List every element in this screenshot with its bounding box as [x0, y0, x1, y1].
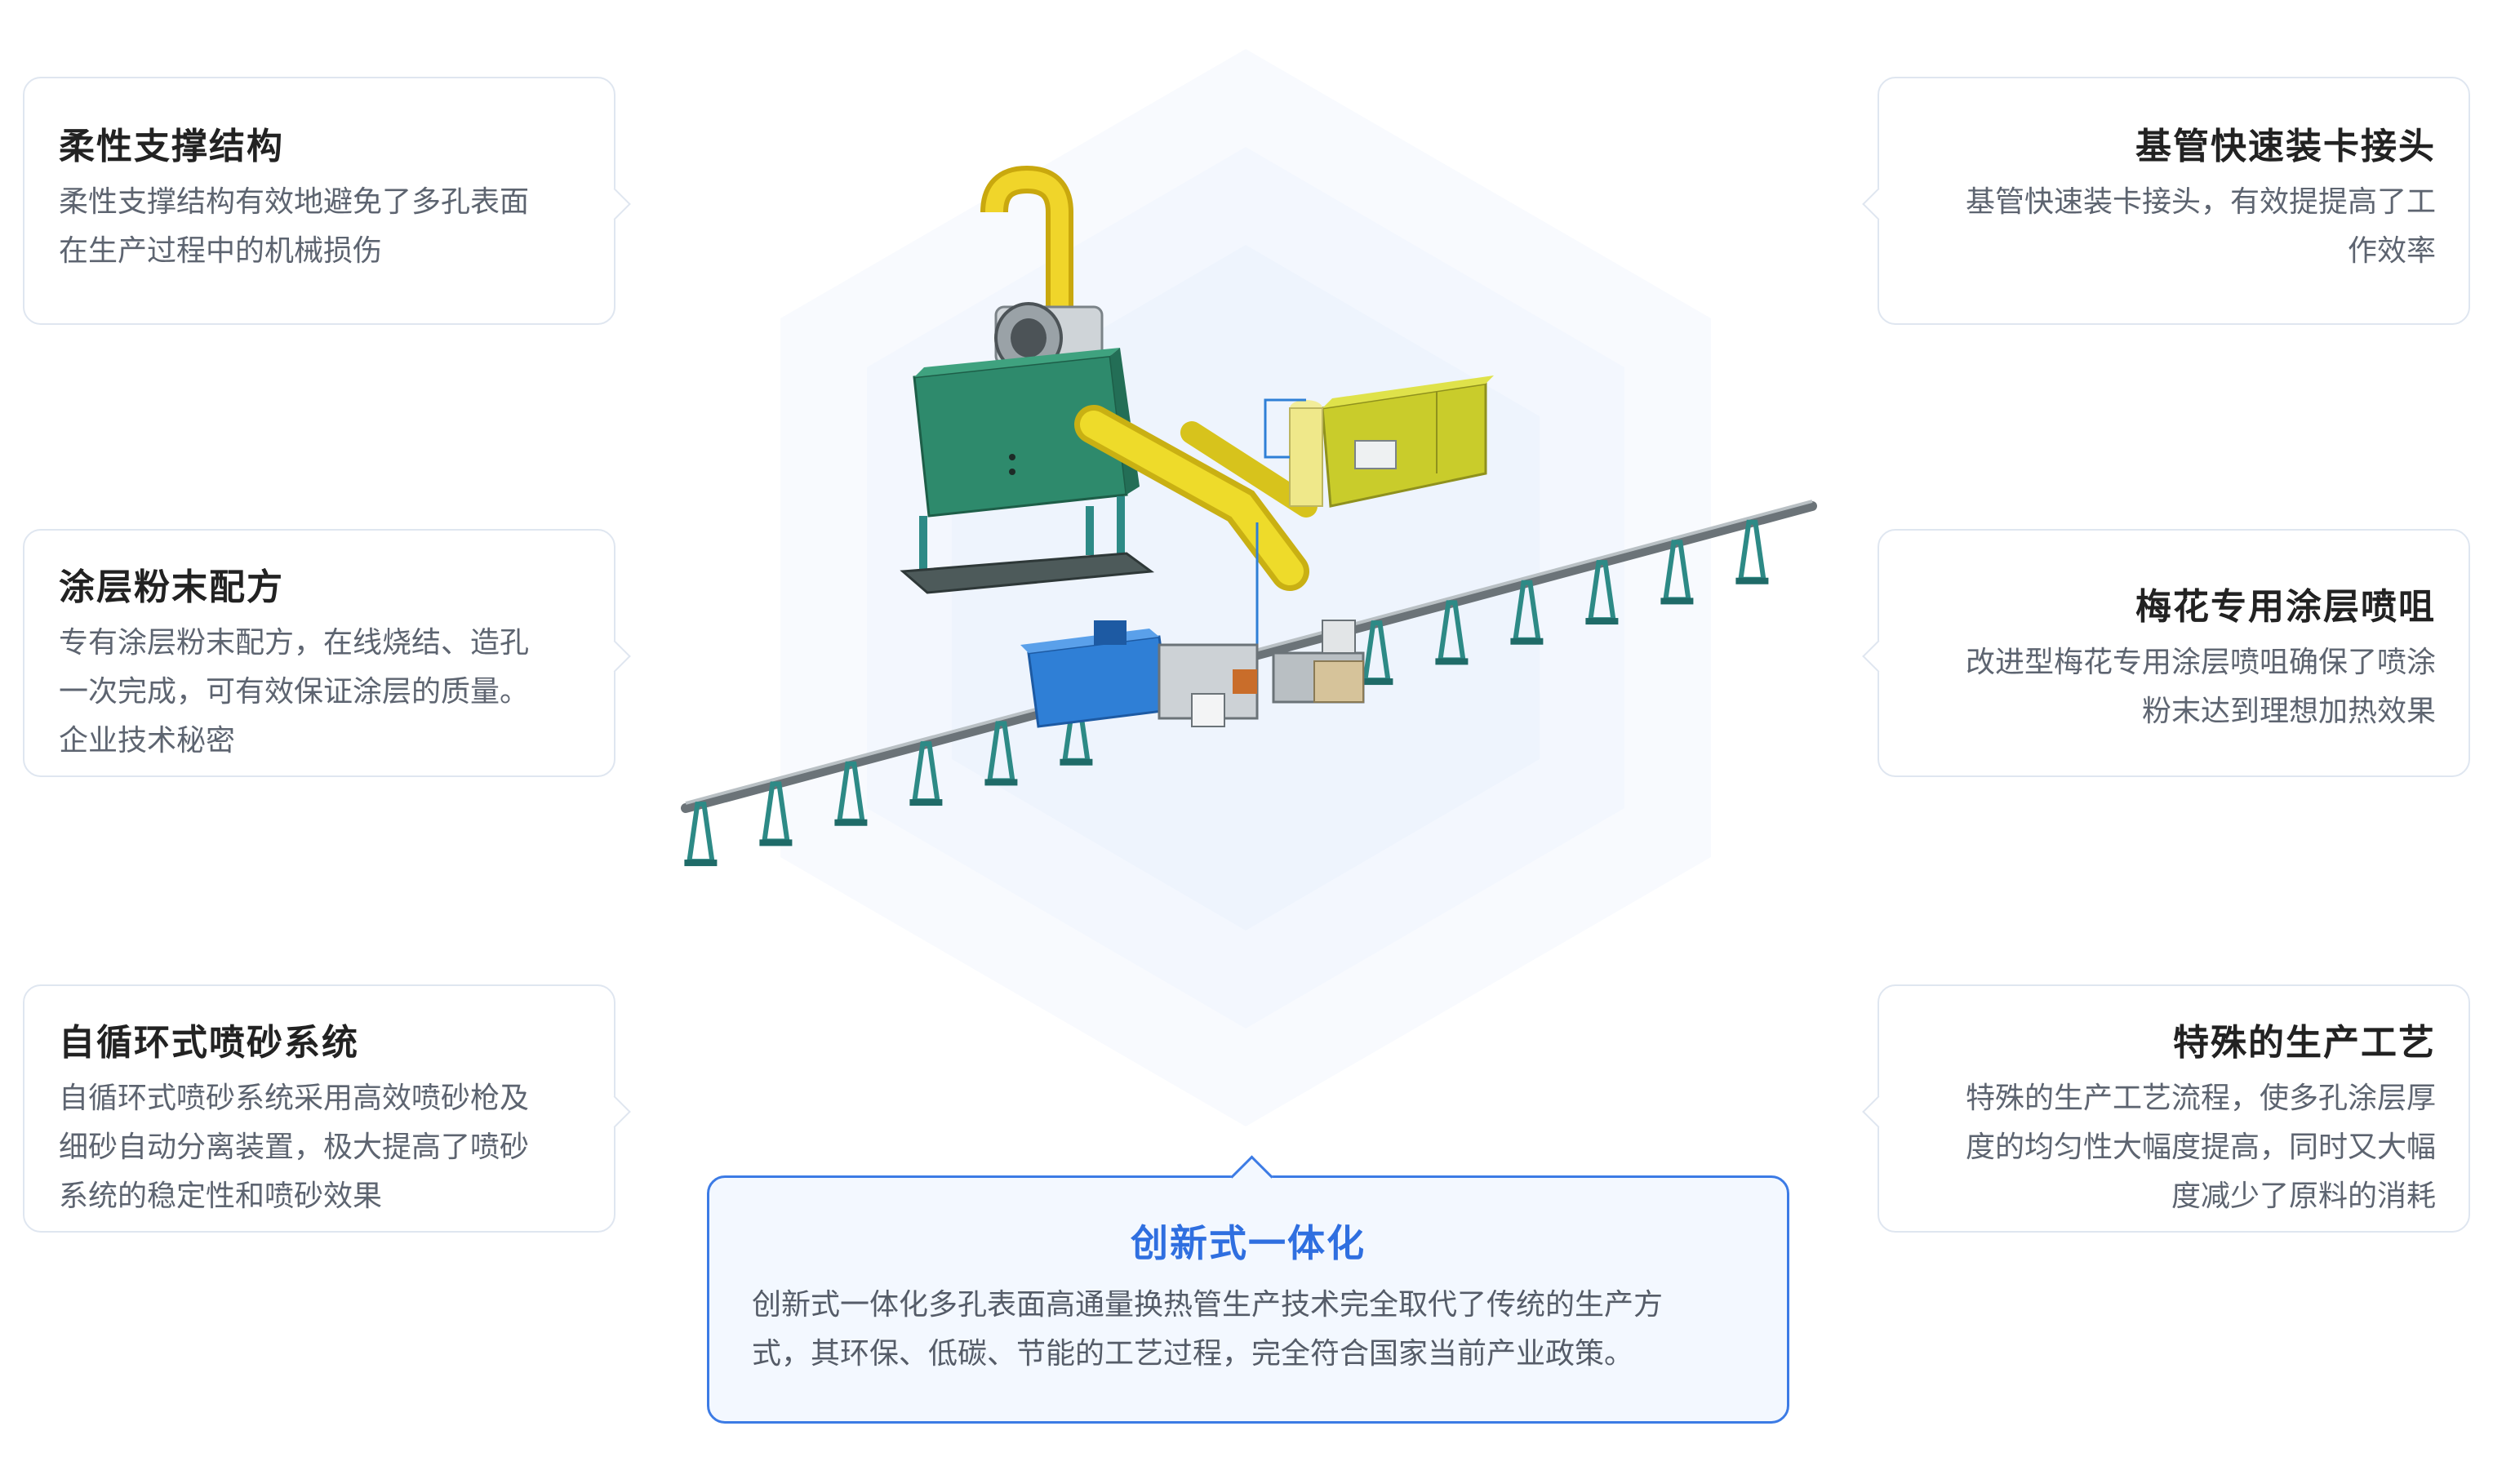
card-description-line: 式，其环保、低碳、节能的工艺过程，完全符合国家当前产业政策。 — [752, 1337, 1634, 1371]
card-spray-nozzle: 梅花专用涂层喷咀 改进型梅花专用涂层喷咀确保了喷涂 粉末达到理想加热效果 — [1862, 529, 2470, 777]
card-title: 梅花专用涂层喷咀 — [2135, 586, 2436, 628]
card-innovative-integration: 创新式一体化 创新式一体化多孔表面高通量换热管生产技术完全取代了传统的生产方 式… — [707, 1155, 1789, 1424]
rail-support — [1512, 580, 1541, 642]
rail-support-base — [684, 860, 718, 867]
card-flexible-support: 柔性支撑结构 柔性支撑结构有效地避免了多孔表面 在生产过程中的机械损伤 — [23, 77, 631, 325]
powder-cabinet — [900, 165, 1155, 594]
rail-support — [836, 761, 865, 824]
rail-support — [1662, 540, 1691, 602]
rail-support — [1437, 600, 1466, 663]
card-title: 涂层粉末配方 — [59, 566, 284, 608]
rail-support-base — [984, 779, 1018, 786]
sandblast-unit — [1020, 620, 1365, 728]
rail-support-base — [1660, 598, 1694, 605]
rail-support — [911, 741, 940, 804]
rail-support-base — [1060, 758, 1093, 766]
card-description-line: 一次完成，可有效保证涂层的质量。 — [59, 675, 530, 709]
card-description-line: 特殊的生产工艺流程，使多孔涂层厚 — [1965, 1082, 2436, 1115]
rail-support — [1362, 620, 1391, 683]
card-title: 柔性支撑结构 — [59, 126, 284, 167]
card-description-line: 基管快速装卡接头，有效提提高了工 — [1965, 185, 2436, 219]
rail-support — [986, 721, 1015, 784]
card-description-line: 专有涂层粉末配方，在线烧结、造孔 — [59, 626, 530, 660]
production-line-illustration — [681, 165, 1817, 867]
card-description-line: 度减少了原料的消耗 — [2171, 1180, 2436, 1213]
card-title: 创新式一体化 — [1131, 1221, 1366, 1265]
card-title: 特殊的生产工艺 — [2173, 1022, 2436, 1064]
card-description-line: 改进型梅花专用涂层喷咀确保了喷涂 — [1965, 646, 2436, 679]
rail-support-base — [1510, 638, 1544, 645]
rail-support-base — [834, 819, 868, 826]
rail-support-base — [759, 839, 793, 846]
card-description-line: 柔性支撑结构有效地避免了多孔表面 — [59, 185, 530, 219]
control-box — [1255, 375, 1494, 653]
card-description: 专有涂层粉末配方，在线烧结、造孔 一次完成，可有效保证涂层的质量。 企业技术秘密 — [59, 619, 581, 766]
card-description-line: 在生产过程中的机械损伤 — [59, 234, 383, 268]
yellow-duct — [1074, 405, 1318, 591]
rail-support — [761, 781, 790, 844]
card-description-line: 细砂自动分离装置，极大提高了喷砂 — [59, 1131, 530, 1164]
card-coating-powder: 涂层粉末配方 专有涂层粉末配方，在线烧结、造孔 一次完成，可有效保证涂层的质量。… — [23, 529, 631, 777]
rail-support-base — [1360, 678, 1393, 686]
card-description: 自循环式喷砂系统采用高效喷砂枪及 细砂自动分离装置，极大提高了喷砂 系统的稳定性… — [59, 1074, 581, 1221]
card-sandblasting-system: 自循环式喷砂系统 自循环式喷砂系统采用高效喷砂枪及 细砂自动分离装置，极大提高了… — [23, 984, 631, 1233]
card-quick-clamp-joint: 基管快速装卡接头 基管快速装卡接头，有效提提高了工 作效率 — [1862, 77, 2470, 325]
card-description-line: 自循环式喷砂系统采用高效喷砂枪及 — [59, 1082, 530, 1115]
card-description: 改进型梅花专用涂层喷咀确保了喷涂 粉末达到理想加热效果 — [1912, 638, 2436, 736]
rail-support-base — [1435, 658, 1469, 665]
rail-support-base — [909, 799, 943, 806]
rail-support-base — [1585, 618, 1619, 625]
card-description: 柔性支撑结构有效地避免了多孔表面 在生产过程中的机械损伤 — [59, 178, 581, 276]
rail-support-base — [1735, 577, 1769, 584]
card-description-line: 度的均匀性大幅度提高，同时又大幅 — [1965, 1131, 2436, 1164]
card-title: 自循环式喷砂系统 — [59, 1022, 359, 1064]
card-description-line: 创新式一体化多孔表面高通量换热管生产技术完全取代了传统的生产方 — [752, 1288, 1664, 1322]
card-special-process: 特殊的生产工艺 特殊的生产工艺流程，使多孔涂层厚 度的均匀性大幅度提高，同时又大… — [1862, 984, 2470, 1233]
card-description: 创新式一体化多孔表面高通量换热管生产技术完全取代了传统的生产方 式，其环保、低碳… — [709, 1281, 1787, 1379]
card-description-line: 系统的稳定性和喷砂效果 — [59, 1180, 383, 1213]
card-description: 基管快速装卡接头，有效提提高了工 作效率 — [1912, 178, 2436, 276]
card-description-line: 企业技术秘密 — [59, 724, 236, 758]
card-description-line: 作效率 — [2347, 234, 2436, 268]
rail-support — [1587, 560, 1616, 623]
rail-support — [1737, 519, 1766, 582]
card-description-line: 粉末达到理想加热效果 — [2141, 695, 2436, 728]
card-description: 特殊的生产工艺流程，使多孔涂层厚 度的均匀性大幅度提高，同时又大幅 度减少了原料… — [1912, 1074, 2436, 1221]
rail-support — [686, 802, 715, 864]
card-title: 基管快速装卡接头 — [2135, 126, 2436, 167]
